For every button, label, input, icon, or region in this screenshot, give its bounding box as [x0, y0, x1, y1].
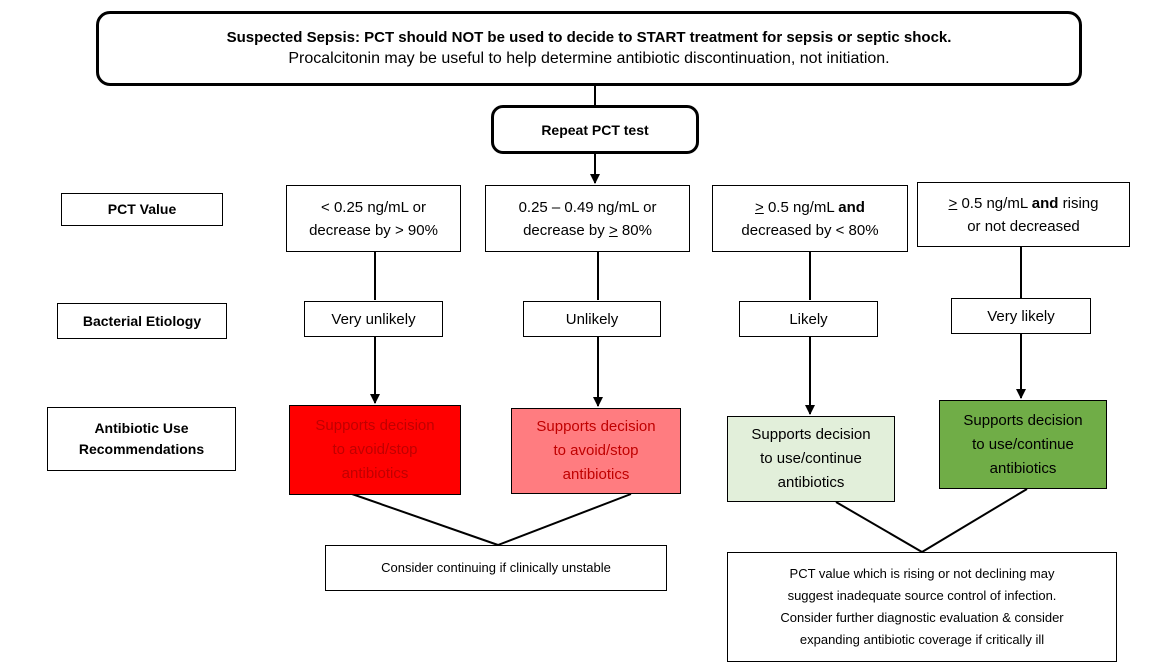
recommendation-2-line-3: antibiotics — [562, 466, 630, 483]
pct-value-box-1: < 0.25 ng/mL or decrease by > 90% — [286, 185, 461, 252]
pct-value-2-ge-symbol: > — [608, 221, 618, 239]
recommendation-box-3: Supports decision to use/continue antibi… — [727, 416, 895, 502]
pct-value-4-line-1-a: 0.5 ng/mL — [957, 194, 1032, 212]
etiology-box-2: Unlikely — [523, 301, 661, 337]
etiology-4-label: Very likely — [987, 307, 1055, 325]
pct-value-box-4: > 0.5 ng/mL and rising or not decreased — [917, 182, 1130, 247]
recommendation-4-line-3: antibiotics — [989, 459, 1057, 477]
connector-rec1-note-left — [351, 493, 499, 546]
pct-value-2-line-2-b: 80% — [617, 221, 652, 239]
note-right-line-4: expanding antibiotic coverage if critica… — [799, 632, 1045, 647]
header-box: Suspected Sepsis: PCT should NOT be used… — [96, 11, 1082, 86]
recommendation-2-line-1: Supports decision — [536, 418, 656, 435]
pct-value-4-and: and — [1031, 194, 1059, 212]
row-label-pct-value: PCT Value — [61, 193, 223, 226]
row-label-antibiotic-use-line-2: Recommendations — [78, 441, 205, 457]
pct-value-2-line-2: decrease by > 80% — [523, 219, 652, 242]
repeat-pct-test-label: Repeat PCT test — [541, 121, 649, 138]
pct-value-2-line-2-a: decrease by — [523, 221, 609, 239]
header-subtitle: Procalcitonin may be useful to help dete… — [288, 49, 890, 67]
pct-value-3-ge-symbol: > — [755, 198, 764, 216]
note-right-line-3: Consider further diagnostic evaluation &… — [780, 610, 1064, 625]
pct-value-3-and: and — [838, 198, 865, 216]
recommendation-2-line-2: to avoid/stop — [553, 442, 639, 459]
note-box-right: PCT value which is rising or not declini… — [727, 552, 1117, 662]
repeat-pct-test-box: Repeat PCT test — [491, 105, 699, 154]
row-label-bacterial-etiology: Bacterial Etiology — [57, 303, 227, 339]
recommendation-3-line-3: antibiotics — [777, 474, 845, 491]
pct-value-4-line-2: or not decreased — [967, 217, 1080, 235]
recommendation-1-line-1: Supports decision — [315, 417, 435, 434]
pct-value-1-line-1: < 0.25 ng/mL or — [321, 198, 426, 216]
note-right-line-2: suggest inadequate source control of inf… — [787, 588, 1057, 603]
etiology-1-label: Very unlikely — [331, 310, 416, 328]
pct-value-3-line-1-a: 0.5 ng/mL — [763, 198, 839, 216]
pct-value-4-line-1-b: rising — [1058, 194, 1099, 212]
pct-value-3-line-1: > 0.5 ng/mL and — [755, 196, 865, 219]
pct-value-4-ge-symbol: > — [948, 194, 958, 212]
etiology-box-1: Very unlikely — [304, 301, 443, 337]
recommendation-4-line-2: to use/continue — [972, 435, 1074, 453]
note-left-text: Consider continuing if clinically unstab… — [381, 560, 611, 575]
recommendation-3-line-2: to use/continue — [760, 450, 862, 467]
row-label-antibiotic-use-line-1: Antibiotic Use — [94, 420, 189, 436]
pct-value-box-3: > 0.5 ng/mL and decreased by < 80% — [712, 185, 908, 252]
note-right-line-1: PCT value which is rising or not declini… — [789, 566, 1055, 581]
row-label-pct-value-text: PCT Value — [107, 201, 177, 217]
row-label-bacterial-etiology-text: Bacterial Etiology — [82, 312, 202, 329]
etiology-box-4: Very likely — [951, 298, 1091, 334]
pct-value-1-line-2: decrease by > 90% — [309, 221, 438, 239]
etiology-3-label: Likely — [789, 310, 828, 328]
recommendation-1-line-2: to avoid/stop — [332, 441, 418, 458]
recommendation-box-1: Supports decision to avoid/stop antibiot… — [289, 405, 461, 495]
etiology-2-label: Unlikely — [565, 310, 619, 328]
connector-rec3-note-right — [835, 501, 923, 553]
pct-value-4-line-1: > 0.5 ng/mL and rising — [949, 192, 1099, 215]
connector-rec4-note-right — [921, 488, 1028, 553]
etiology-box-3: Likely — [739, 301, 878, 337]
row-label-antibiotic-use: Antibiotic Use Recommendations — [47, 407, 236, 471]
pct-value-3-line-2: decreased by < 80% — [741, 221, 879, 239]
recommendation-1-line-3: antibiotics — [341, 465, 409, 482]
header-title: Suspected Sepsis: PCT should NOT be used… — [226, 28, 952, 46]
connector-rec2-note-left — [497, 493, 632, 546]
recommendation-box-2: Supports decision to avoid/stop antibiot… — [511, 408, 681, 494]
note-box-left: Consider continuing if clinically unstab… — [325, 545, 667, 591]
recommendation-3-line-1: Supports decision — [751, 426, 871, 443]
pct-value-box-2: 0.25 – 0.49 ng/mL or decrease by > 80% — [485, 185, 690, 252]
pct-value-2-line-1: 0.25 – 0.49 ng/mL or — [518, 198, 657, 216]
recommendation-4-line-1: Supports decision — [963, 411, 1083, 429]
recommendation-box-4: Supports decision to use/continue antibi… — [939, 400, 1107, 489]
